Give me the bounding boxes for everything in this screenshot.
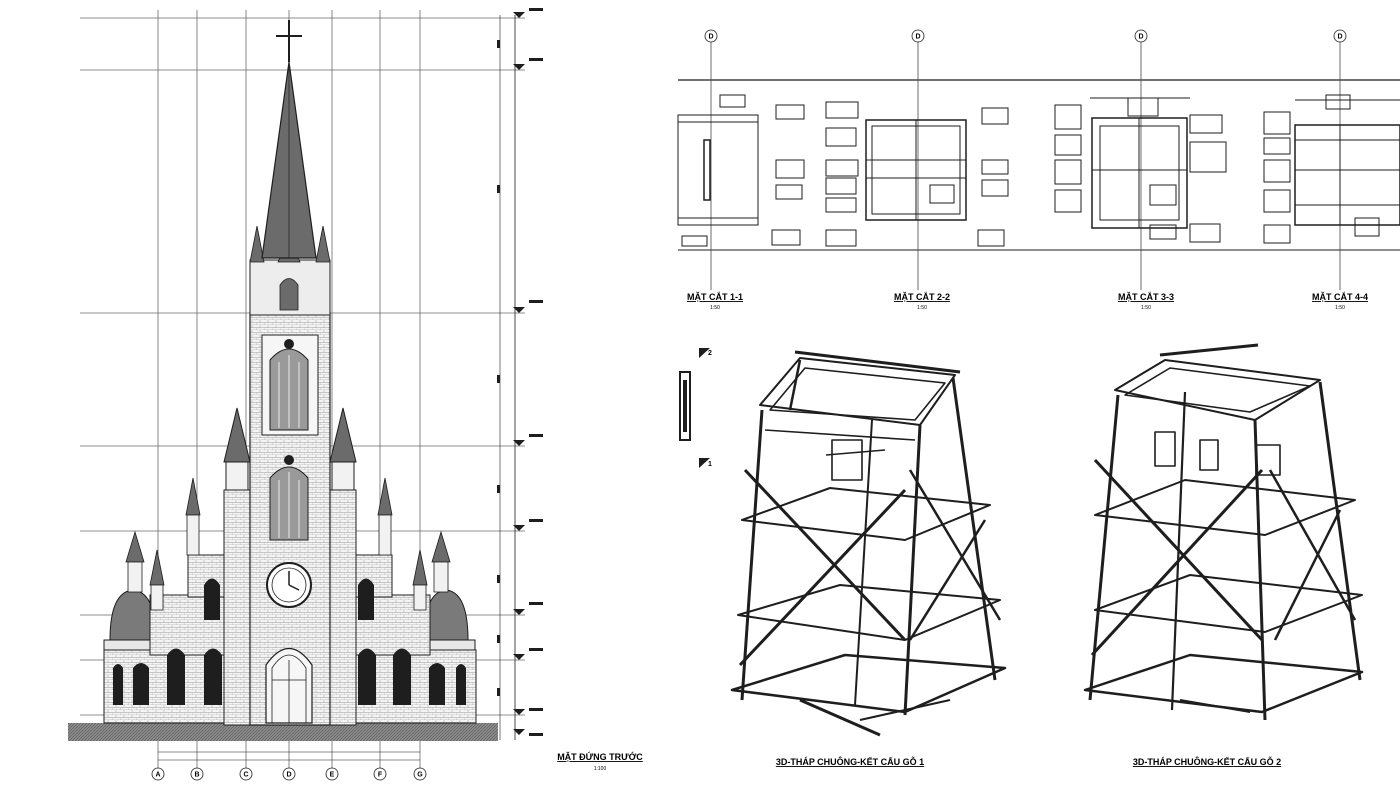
section-3-title: MẶT CẮT 3-3 — [1118, 292, 1174, 302]
section-4-title: MẶT CẮT 4-4 — [1312, 292, 1368, 302]
cross-icon — [276, 20, 302, 62]
elevation-scale: 1:100 — [594, 766, 607, 772]
section-1-axis: D — [708, 34, 713, 41]
section-1-1-drawing — [677, 94, 805, 247]
3d-bell-tower-frame-2 — [1083, 343, 1364, 721]
axis-label-d: D — [286, 772, 291, 779]
section-cut-marker: 2 1 — [679, 348, 712, 468]
section-4-scale: 1:50 — [1335, 305, 1345, 311]
section-2-2-drawing — [825, 101, 1009, 247]
axis-label-c: C — [243, 772, 248, 779]
sections-strip: D D D D — [677, 29, 1400, 311]
section-1-scale: 1:50 — [710, 305, 720, 311]
section-3-3-drawing — [1054, 97, 1227, 243]
axis-label-f: F — [378, 772, 383, 779]
section-4-axis: D — [1337, 34, 1342, 41]
elevation-title: MẶT ĐỨNG TRƯỚC — [557, 751, 643, 762]
section-2-title: MẶT CẮT 2-2 — [894, 292, 950, 302]
section-4-4-drawing — [1263, 94, 1400, 244]
level-markers — [513, 12, 525, 735]
section-2-axis: D — [915, 34, 920, 41]
axis-label-e: E — [330, 772, 335, 779]
detail-marker-bottom: 1 — [708, 461, 712, 468]
ground-band — [68, 723, 498, 741]
section-3-scale: 1:50 — [1141, 305, 1151, 311]
grid-axis-markers: A B C D E F G — [151, 767, 427, 781]
3d-bell-tower-frame-1 — [730, 350, 1007, 737]
axis-label-b: B — [194, 772, 199, 779]
3d-view-2-title: 3D-THÁP CHUÔNG-KẾT CẤU GỖ 2 — [1133, 756, 1281, 767]
section-3-axis: D — [1138, 34, 1143, 41]
axis-label-a: A — [155, 772, 160, 779]
section-1-title: MẶT CẮT 1-1 — [687, 292, 743, 302]
front-elevation: A B C D E F G MẶT ĐỨNG TRƯỚC 1:100 — [68, 8, 643, 781]
axis-label-g: G — [417, 772, 423, 779]
section-2-scale: 1:50 — [917, 305, 927, 311]
detail-marker-top: 2 — [708, 350, 712, 357]
clock-icon — [266, 562, 312, 608]
3d-view-1-title: 3D-THÁP CHUÔNG-KẾT CẤU GỖ 1 — [776, 756, 924, 767]
